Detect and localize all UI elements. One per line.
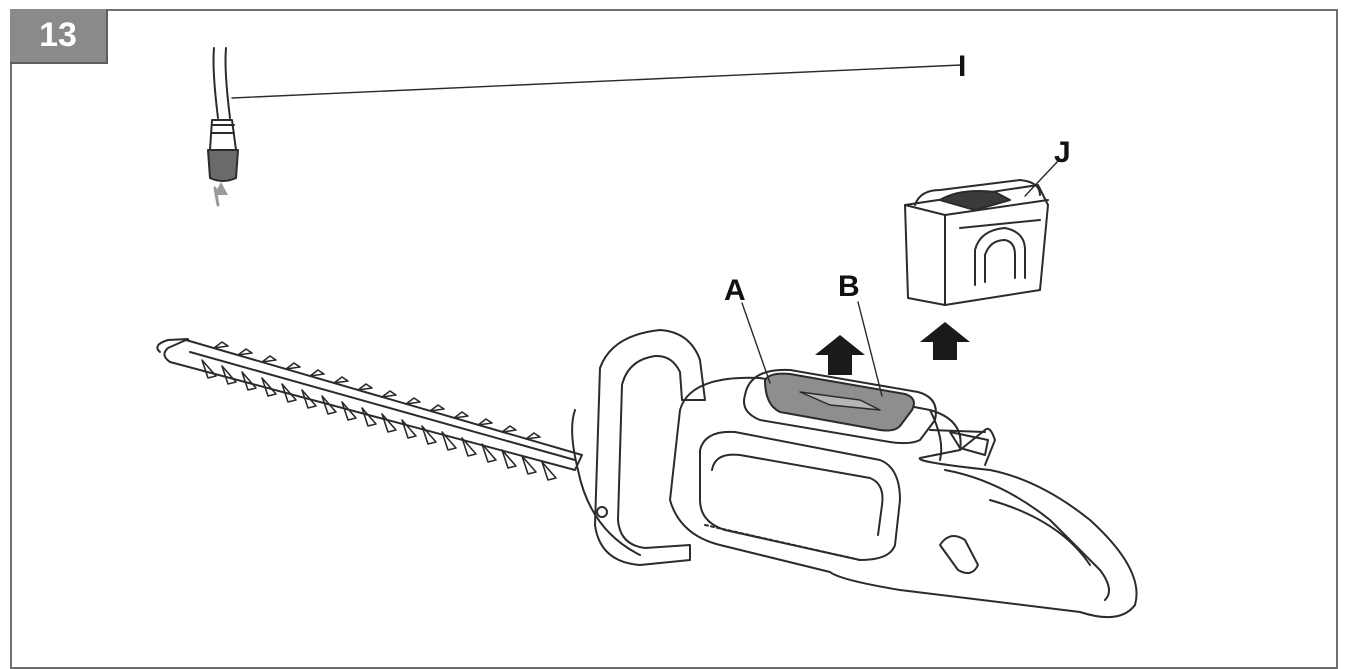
blade-bar <box>156 338 583 471</box>
callout-b: B <box>838 270 860 303</box>
charge-arrow <box>214 182 228 195</box>
front-handle <box>571 329 706 566</box>
callout-j: J <box>1054 136 1071 169</box>
callout-i: I <box>958 50 966 83</box>
figure-number-badge: 13 <box>10 9 108 64</box>
charger-cable <box>207 47 239 207</box>
remove-arrow-housing <box>815 335 865 375</box>
motor-housing <box>669 376 1138 619</box>
blade-teeth <box>201 341 557 481</box>
callout-a: A <box>724 274 746 307</box>
remove-arrow-battery <box>920 322 970 360</box>
leader-lines <box>231 64 1060 397</box>
battery-pack <box>904 179 1049 306</box>
battery-slot <box>743 368 989 456</box>
hedge-trimmer-battery-diagram: A B I J <box>156 47 1138 619</box>
